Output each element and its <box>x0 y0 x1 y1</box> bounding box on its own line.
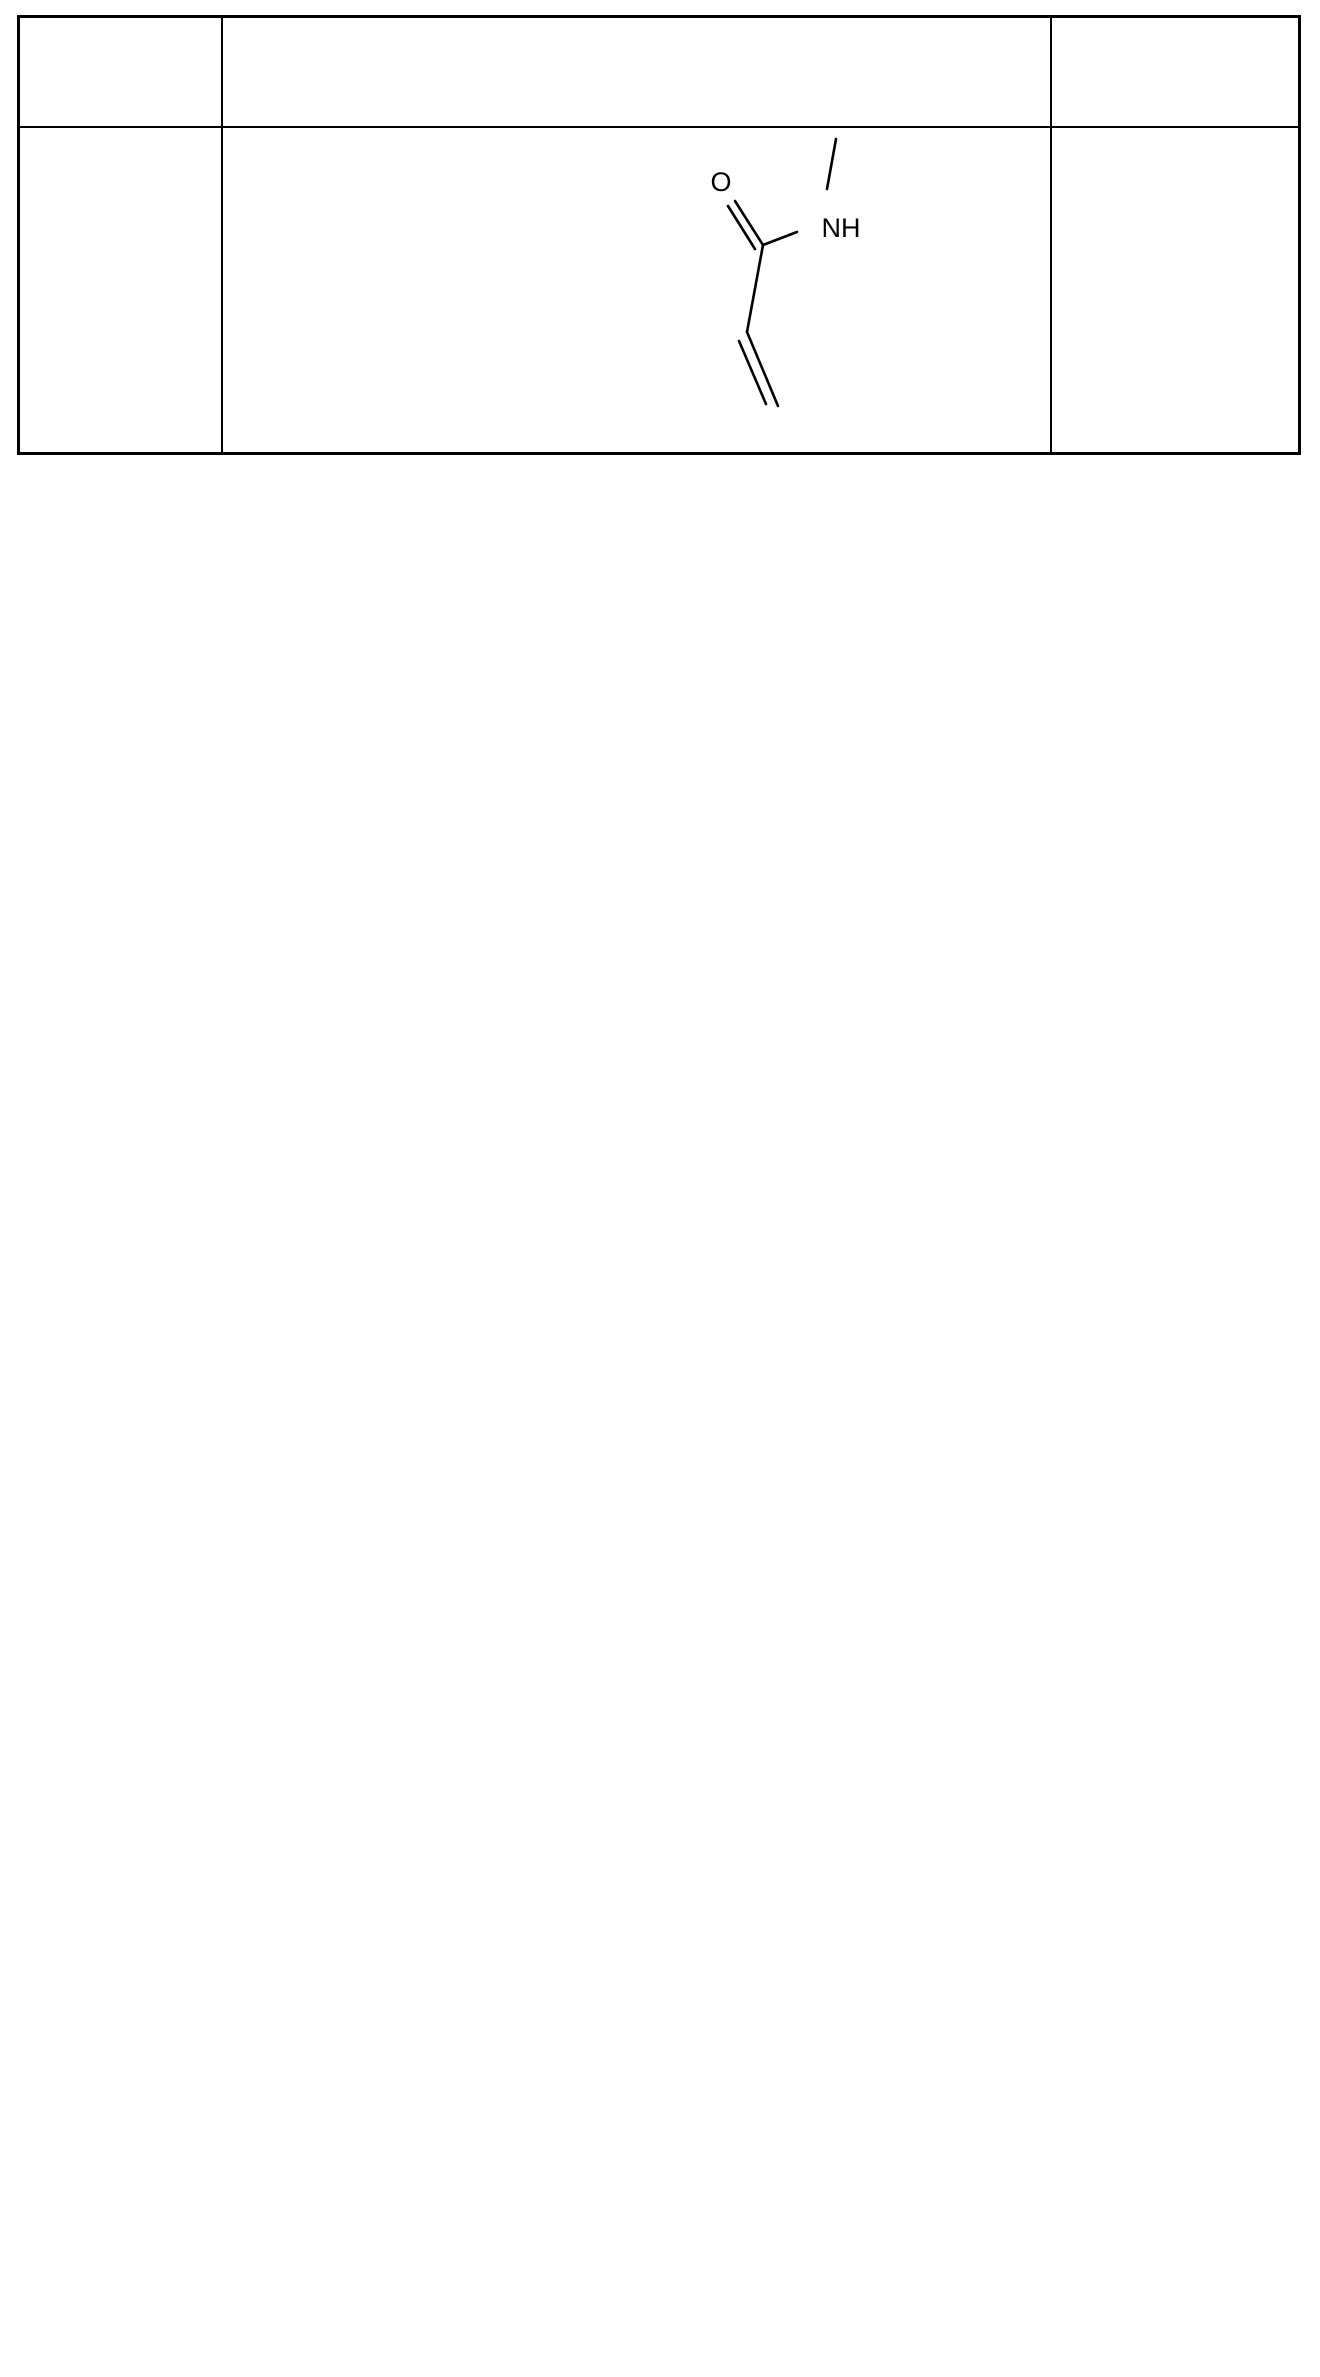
header-row <box>19 17 1300 128</box>
cmpd-id <box>19 127 222 453</box>
compound-table: NH O <box>17 15 1301 455</box>
header-ec50 <box>1051 17 1300 128</box>
svg-text:NH: NH <box>821 213 860 243</box>
table-row: NH O <box>19 127 1300 453</box>
header-cmpd <box>19 17 222 128</box>
header-structure <box>222 17 1051 128</box>
ec50-cell <box>1051 127 1300 453</box>
structure-diagram-1010: NH O <box>223 129 1052 451</box>
structure-cell: NH O <box>222 127 1051 453</box>
svg-text:O: O <box>710 167 731 197</box>
